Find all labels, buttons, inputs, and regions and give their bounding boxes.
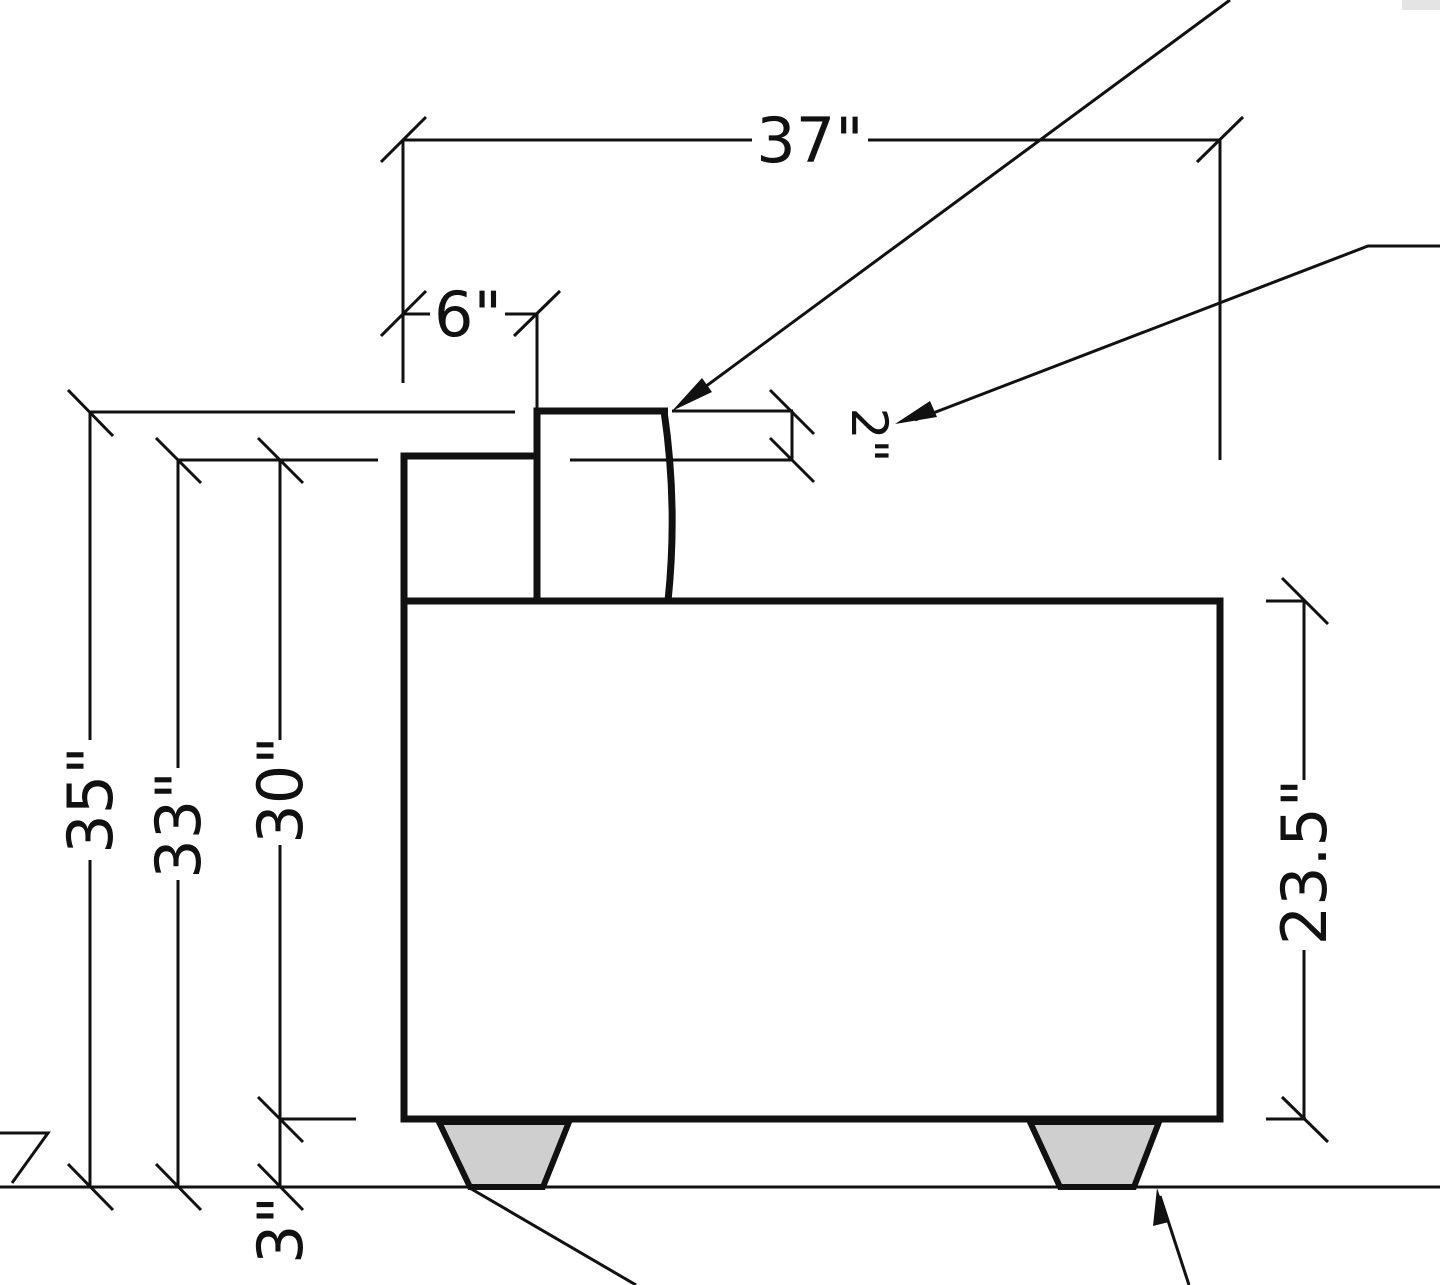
dimension-height-33 bbox=[154, 436, 378, 1212]
dimension-cabinet-height bbox=[1266, 576, 1330, 1144]
triangle-level-icon bbox=[0, 1131, 51, 1184]
raised-counter bbox=[533, 407, 668, 601]
dimension-leg-height bbox=[256, 1119, 305, 1212]
dimension-label-overall-width: 37" bbox=[756, 104, 863, 177]
leader-right bbox=[895, 244, 1440, 424]
raised-counter-edge bbox=[660, 410, 676, 602]
corner-patch bbox=[1402, 0, 1440, 10]
dimension-label-leg-height: 3" bbox=[244, 1196, 317, 1264]
leader-bottom-right bbox=[1153, 1188, 1191, 1285]
dimension-height-35 bbox=[66, 388, 515, 1212]
dimension-label-cabinet-height: 23.5" bbox=[1268, 779, 1341, 946]
leg-left bbox=[434, 1119, 574, 1190]
dimension-overall-width bbox=[379, 115, 1245, 460]
dimension-height-30 bbox=[256, 436, 356, 1144]
dimension-step-width bbox=[379, 289, 562, 410]
cabinet-body bbox=[400, 597, 1224, 1123]
dimension-label-step-width: 6" bbox=[434, 278, 502, 351]
dimension-top-thickness bbox=[570, 388, 816, 484]
leader-bottom-left bbox=[467, 1185, 637, 1285]
dimension-label-height-33: 33" bbox=[142, 771, 215, 878]
dimension-label-height-35: 35" bbox=[54, 746, 127, 853]
dimension-label-top-thickness: 2" bbox=[840, 408, 898, 463]
leader-top-right bbox=[672, 0, 1231, 411]
dimension-label-height-30: 30" bbox=[244, 736, 317, 843]
counter-step bbox=[400, 452, 537, 601]
leg-right bbox=[1025, 1119, 1164, 1190]
